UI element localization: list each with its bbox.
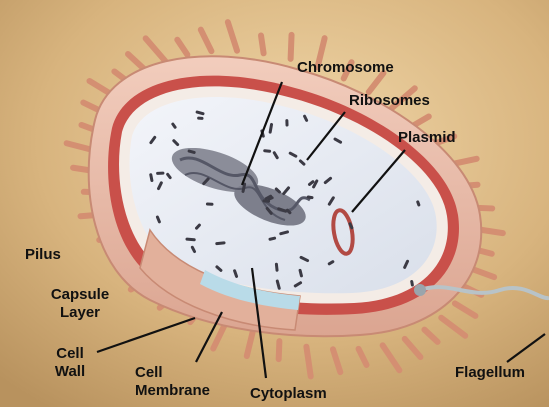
cell-membrane-label-line1: Cell (135, 364, 210, 382)
ribosomes-label: Ribosomes (349, 92, 430, 110)
ribosome (197, 117, 204, 120)
capsule-label-line1: Capsule (45, 286, 115, 304)
pilus-label: Pilus (25, 246, 61, 264)
cell-wall-label: Cell Wall (45, 345, 95, 381)
ribosome (206, 202, 214, 206)
cell-membrane-label: Cell Membrane (135, 364, 210, 400)
plasmid-label: Plasmid (398, 129, 456, 147)
chromosome-label: Chromosome (297, 59, 394, 77)
pilus-strand (261, 35, 264, 53)
cell-wall-label-line1: Cell (45, 345, 95, 363)
pilus-strand (291, 35, 292, 59)
capsule-layer-label: Capsule Layer (45, 286, 115, 322)
cell-membrane-label-line2: Membrane (135, 382, 210, 400)
ribosome (285, 119, 288, 126)
pilus-strand (279, 341, 280, 359)
cytoplasm-label: Cytoplasm (250, 385, 327, 403)
capsule-label-line2: Layer (45, 304, 115, 322)
cell-wall-label-line2: Wall (45, 363, 95, 381)
pilus-strand (306, 347, 310, 377)
ribosome (156, 172, 164, 175)
flagellum-label: Flagellum (455, 364, 525, 382)
